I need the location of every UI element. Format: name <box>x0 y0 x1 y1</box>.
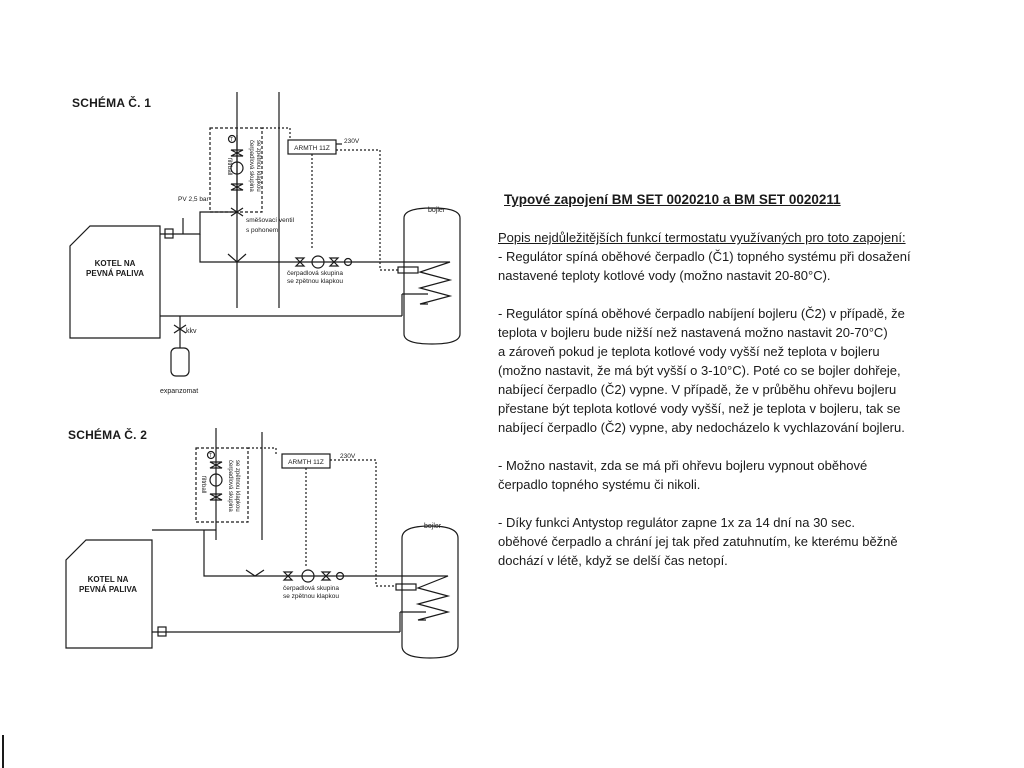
schema-1-sensor-2-icon <box>343 257 353 267</box>
schema-2-boiler-label-2: PEVNÁ PALIVA <box>79 585 137 594</box>
schema-1-tank-label: bojler <box>428 207 446 214</box>
text-line: - Regulátor spíná oběhové čerpadlo nabíj… <box>498 306 905 321</box>
schema-2-regulator-label: ARMTH 11Z <box>288 459 324 466</box>
schema-2-filter-label: filtrball <box>200 476 206 493</box>
description-text: Typové zapojení BM SET 0020210 a BM SET … <box>498 190 978 570</box>
text-line: - Možno nastavit, zda se má při ohřevu b… <box>498 458 868 473</box>
text-line: oběhové čerpadlo a chrání jej tak před z… <box>498 534 898 549</box>
text-line: nastavené teploty kotlové vody (možno na… <box>498 268 831 283</box>
schema-2-boiler-label-1: KOTEL NA <box>88 575 129 584</box>
schema-1-expansion-tank <box>170 347 190 377</box>
schema-1-hgroup-label-2: se zpětnou klapkou <box>287 278 343 285</box>
text-line: nabíjecí čerpadlo (Č2) vypne, aby nedoch… <box>498 420 905 435</box>
text-line: - Regulátor spíná oběhové čerpadlo (Č1) … <box>498 249 911 264</box>
text-line: (možno nastavit, že má být vyšší o 3-10°… <box>498 363 901 378</box>
schema-1-filter-label: filtrball <box>226 158 232 175</box>
schema-2-boiler: KOTEL NA PEVNÁ PALIVA <box>65 539 153 649</box>
text-line: a zároveň pokud je teplota kotlové vody … <box>498 344 880 359</box>
schema-1-pv-label: PV 2,5 bar <box>178 196 210 203</box>
paragraph-2: - Regulátor spíná oběhové čerpadlo nabíj… <box>498 304 978 437</box>
schema-1-tank <box>403 207 461 345</box>
document-heading: Typové zapojení BM SET 0020210 a BM SET … <box>504 192 841 207</box>
schema-2-sensor-2-icon <box>335 571 345 581</box>
paragraph-4: - Díky funkci Antystop regulátor zapne 1… <box>498 513 978 570</box>
schema-2-title: SCHÉMA Č. 2 <box>68 428 148 442</box>
schema-1-regulator-label: ARMTH 11Z <box>294 145 330 152</box>
text-line: nabíjecí čerpadlo (Č2) vypne. V případě,… <box>498 382 897 397</box>
schema-1-hgroup-label-1: čerpadlová skupina <box>287 270 343 277</box>
schema-1-boiler-label-1: KOTEL NA <box>95 259 136 268</box>
schema-1-voltage-label: 230V <box>344 138 360 145</box>
schema-2-pump-1-icon <box>209 473 223 487</box>
paragraph-1: - Regulátor spíná oběhové čerpadlo (Č1) … <box>498 247 978 285</box>
schema-2-hgroup-label-2: se zpětnou klapkou <box>283 593 339 600</box>
schema-2-sensor-1-label: T <box>209 453 212 459</box>
schema-1-expansion-label: expanzomat <box>160 388 198 395</box>
text-line: - Díky funkci Antystop regulátor zapne 1… <box>498 515 855 530</box>
schema-1-mixing-label-1: směšovací ventil <box>246 217 295 224</box>
schema-2-sensor-1-icon <box>206 450 216 460</box>
text-line: čerpadlo topného systému či nikoli. <box>498 477 701 492</box>
text-line: dochází v létě, když se delší čas netopí… <box>498 553 728 568</box>
schema-1-vgroup-label-2: se zpětnou klapkou <box>255 140 261 192</box>
schema-2-vgroup-label-1: čerpadlová skupina <box>227 460 233 512</box>
schema-2-tank-label: bojler <box>424 523 442 530</box>
paragraph-3: - Možno nastavit, zda se má při ohřevu b… <box>498 456 978 494</box>
schema-2-tank <box>401 525 459 659</box>
text-line: přestane být teplota kotlové vody vyšší,… <box>498 401 901 416</box>
schema-2-vertical-pump-box <box>195 447 249 523</box>
intro-line: Popis nejdůležitějších funkcí termostatu… <box>498 230 906 245</box>
schema-1-vgroup-label-1: čerpadlová skupina <box>248 140 254 192</box>
schema-2-voltage-label: 230V <box>340 453 356 460</box>
schema-1-pump-2-icon <box>311 255 325 269</box>
schema-1-sensor-1-icon <box>227 134 237 144</box>
schema-1-title: SCHÉMA Č. 1 <box>72 96 152 110</box>
schema-2-pump-2-icon <box>301 569 315 583</box>
schema-1-mixing-label-2: s pohonem <box>246 227 278 234</box>
schema-1-kkv-label: kkv <box>186 328 197 335</box>
schema-1-pump-1-icon <box>230 161 244 175</box>
schema-1-sensor-1-label: T <box>230 137 233 143</box>
text-line: teplota v bojleru bude nižší než nastave… <box>498 325 888 340</box>
schema-1-boiler: KOTEL NA PEVNÁ PALIVA <box>69 225 161 339</box>
schema-2-diagram: KOTEL NA PEVNÁ PALIVA T filtrball čerpad… <box>65 428 459 659</box>
schema-2-hgroup-label-1: čerpadlová skupina <box>283 585 339 592</box>
schema-1-boiler-label-2: PEVNÁ PALIVA <box>86 269 144 278</box>
schema-2-vgroup-label-2: se zpětnou klapkou <box>234 460 240 512</box>
schema-1-diagram: KOTEL NA PEVNÁ PALIVA kkv expanzomat <box>69 92 461 395</box>
